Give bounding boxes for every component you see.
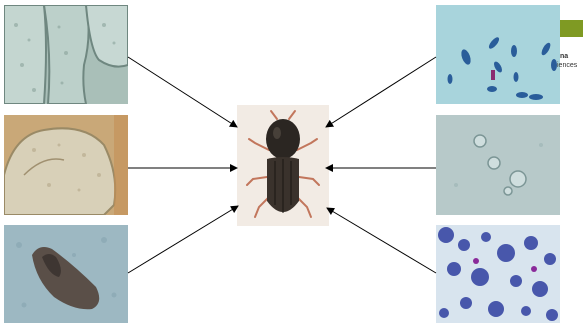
arrow-left-top [128,57,237,127]
logo-text: na iences [557,52,577,70]
arrow-right-bottom [327,208,436,273]
logo-line1: na [560,52,577,61]
micrograph-right-bottom [436,225,560,323]
logo-bar [560,20,583,37]
micrograph-left-top [4,5,128,104]
micrograph-right-middle [436,115,560,215]
micrograph-right-top [436,5,560,104]
beetle-image [237,105,329,226]
beetle-icon [237,105,329,226]
arrow-left-bottom [128,206,238,273]
micrograph-left-bottom [4,225,128,323]
logo-line2: iences [557,61,577,70]
micrograph-left-middle [4,115,128,215]
arrow-right-top [326,57,436,127]
